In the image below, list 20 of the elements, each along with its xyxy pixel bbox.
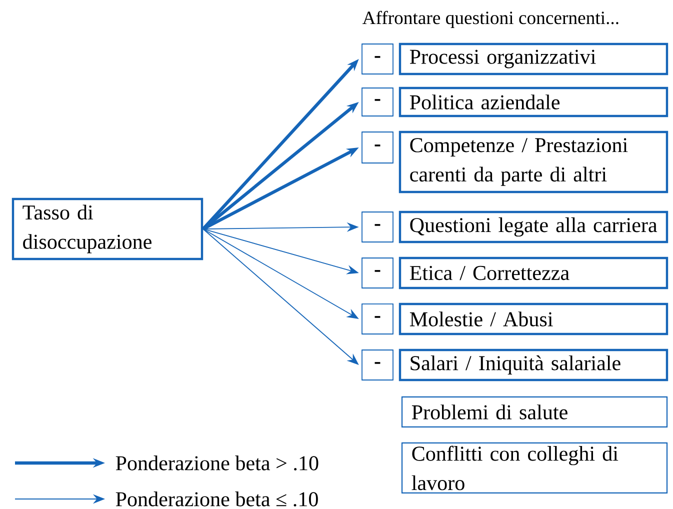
topic-box: Questioni legate alla carriera bbox=[398, 210, 668, 244]
topic-box: Competenze / Prestazioni carenti da parte di altri bbox=[398, 130, 668, 194]
sign-box: - bbox=[362, 44, 394, 74]
cause-box: Tasso di disoccupazione bbox=[12, 198, 204, 260]
topic-box: Etica / Correttezza bbox=[398, 256, 668, 290]
sign-box: - bbox=[362, 132, 394, 164]
sign-box: - bbox=[362, 88, 394, 116]
legend-text: Ponderazione beta > .10 bbox=[116, 456, 318, 470]
topic-box: Problemi di salute bbox=[401, 396, 668, 428]
legend-text: Ponderazione beta ≤ .10 bbox=[116, 492, 318, 506]
sign-box: - bbox=[362, 350, 394, 380]
topic-box: Molestie / Abusi bbox=[398, 302, 668, 336]
sign-box: - bbox=[362, 258, 394, 288]
topic-box: Salari / Iniquità salariale bbox=[398, 348, 668, 382]
topic-box: Politica aziendale bbox=[398, 86, 668, 118]
topic-box: Processi organizzativi bbox=[398, 42, 668, 76]
sign-box: - bbox=[362, 212, 394, 242]
topic-box: Conflitti con colleghi di lavoro bbox=[401, 442, 668, 494]
sign-box: - bbox=[362, 304, 394, 334]
heading: Affrontare questioni concernenti... bbox=[362, 10, 618, 28]
